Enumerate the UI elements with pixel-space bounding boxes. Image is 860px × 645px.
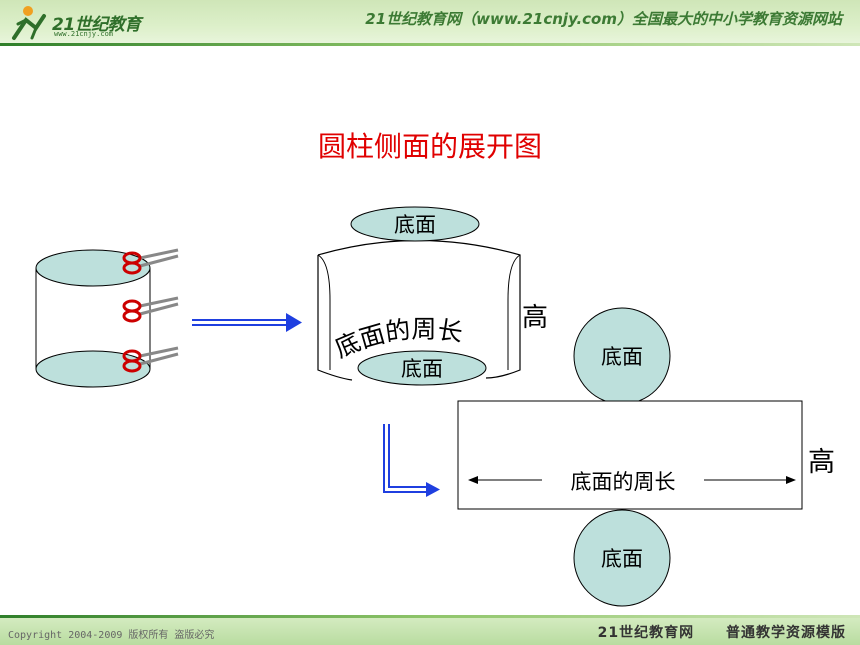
cylinder-figure: [35, 249, 151, 388]
scissors-icon: [122, 296, 179, 323]
runner-logo-icon: [12, 6, 46, 40]
header-bar: [0, 0, 860, 46]
rect-height-label: 高: [808, 447, 835, 478]
footer-bar: [0, 618, 860, 645]
lateral-rectangle: [457, 400, 803, 510]
curved-lateral-surface: [317, 239, 521, 381]
perimeter-double-arrow-icon: [468, 476, 796, 484]
bottom-base-ellipse: [357, 350, 487, 386]
footer-brand: 21世纪教育网 普通教学资源模版: [598, 622, 846, 642]
footer-divider: [0, 615, 860, 618]
rect-bottom-base-label: 底面: [601, 547, 643, 571]
curved-height-label: 高: [522, 303, 548, 333]
footer-brand-name: 21世纪教育网: [597, 625, 695, 641]
slide-title: 圆柱侧面的展开图: [317, 130, 542, 163]
top-base-label: 底面: [394, 213, 436, 237]
cylinder-top-ellipse: [35, 249, 151, 287]
rect-perimeter-label: 底面的周长: [571, 470, 676, 494]
bottom-base-label: 底面: [401, 357, 443, 381]
copyright-text: Copyright 2004-2009 版权所有 盗版必究: [8, 630, 215, 641]
down-right-arrow-icon: [383, 424, 440, 497]
rect-bottom-circle: [573, 509, 671, 607]
scissors-icon: [122, 248, 179, 275]
scissors-icon: [122, 346, 179, 373]
top-base-ellipse: [350, 206, 480, 242]
header-divider: [0, 43, 860, 46]
footer-template-name: 普通教学资源模版: [726, 625, 846, 641]
right-arrow-icon: [192, 313, 302, 332]
rect-top-base-label: 底面: [601, 345, 643, 369]
site-logo: [6, 2, 156, 42]
cylinder-bottom-ellipse: [35, 350, 151, 388]
header-tagline: 21世纪教育网（www.21cnjy.com）全国最大的中小学教育资源网站: [365, 10, 842, 28]
logo-text: 21世纪教育: [52, 15, 141, 35]
logo-url: www.21cnjy.com: [54, 30, 114, 38]
